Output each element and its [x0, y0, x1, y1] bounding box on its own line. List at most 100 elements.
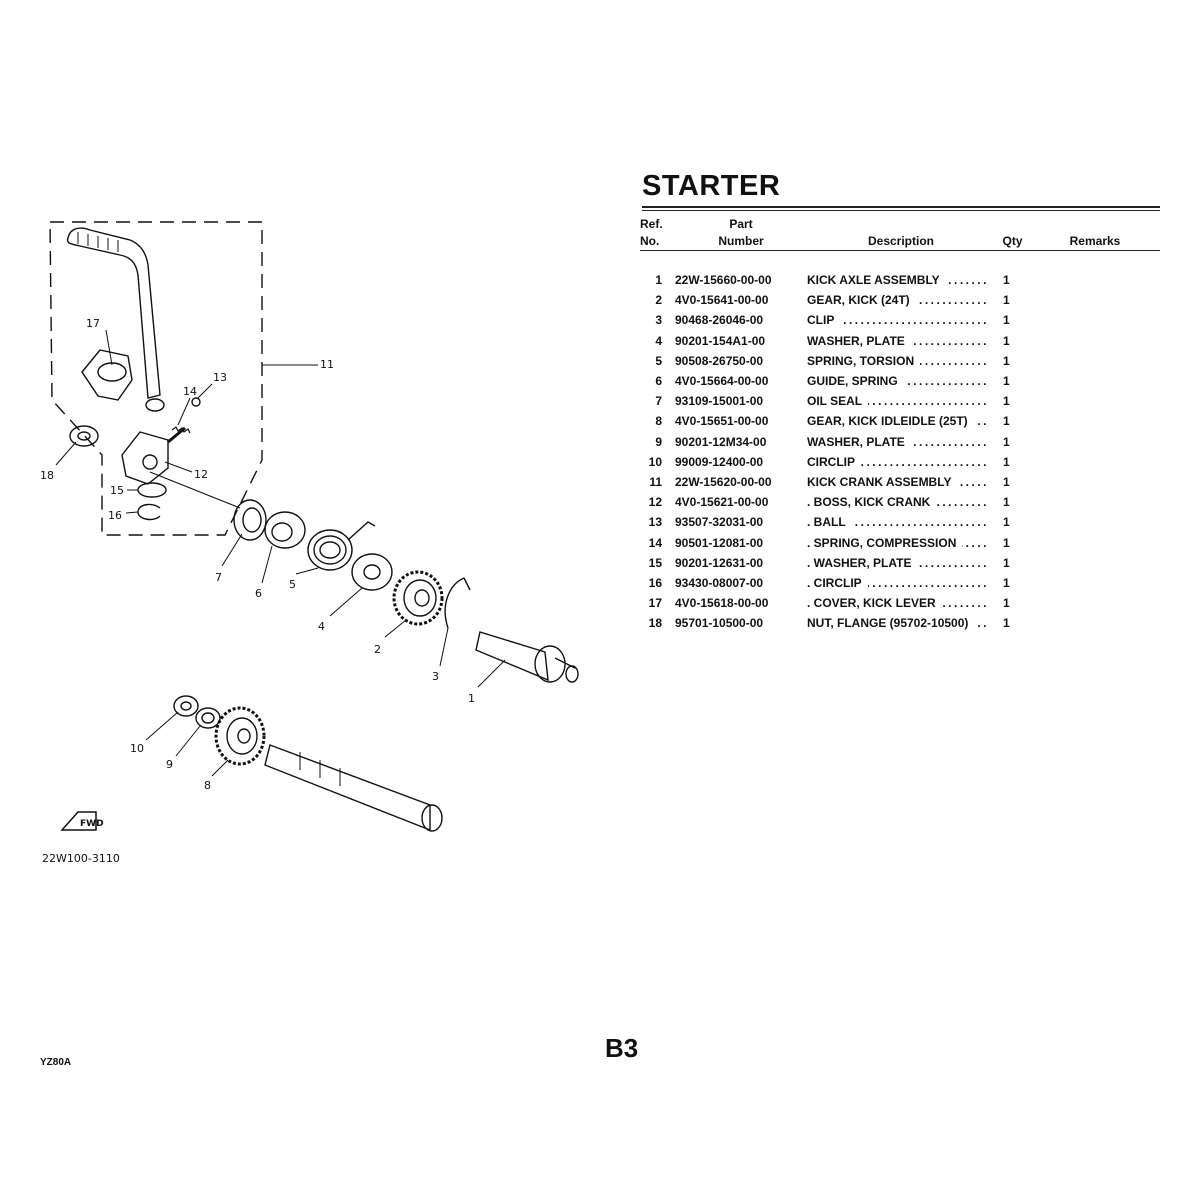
- description: . BALL: [807, 515, 846, 530]
- shaft-part: [264, 744, 443, 832]
- description-cell: KICK CRANK ASSEMBLY: [807, 472, 995, 492]
- table-row: 11 22W-15620-00-00 KICK CRANK ASSEMBLY 1: [640, 472, 1160, 492]
- part-number: 90201-12M34-00: [675, 434, 767, 449]
- description-cell: WASHER, PLATE: [807, 432, 995, 452]
- fwd-arrow-icon: FWD: [60, 811, 104, 831]
- page-number: B3: [605, 1033, 639, 1063]
- ref-no: 11: [649, 474, 662, 489]
- callout-8: 8: [204, 779, 211, 792]
- description-cell: GUIDE, SPRING: [807, 371, 995, 391]
- part-number: 4V0-15641-00-00: [675, 293, 769, 308]
- kick-crank-assembly-box: [49, 221, 263, 536]
- description-cell: OIL SEAL: [807, 391, 995, 411]
- part-number: 4V0-15618-00-00: [675, 596, 769, 611]
- dot-leader: [868, 394, 989, 408]
- description: GEAR, KICK IDLEIDLE (25T): [807, 414, 968, 429]
- parts-table: Ref. Part No. Number Description Qty Rem…: [640, 214, 1160, 633]
- remarks: [1030, 573, 1160, 593]
- part-number: 99009-12400-00: [675, 454, 764, 469]
- exploded-parts-diagram: FWD 22W100-3110 1 2 3 4 5 6 7 8 9 10 11 …: [40, 221, 579, 865]
- part-number: 22W-15620-00-00: [675, 474, 772, 489]
- ref-no: 8: [655, 414, 662, 429]
- part-number: 90501-12081-00: [675, 535, 764, 550]
- remarks: [1030, 553, 1160, 573]
- dot-leader: [962, 536, 989, 550]
- svg-text:FWD: FWD: [80, 819, 104, 829]
- kick-axle-part: [475, 631, 579, 683]
- dot-leader: [904, 374, 989, 388]
- ref-no: 6: [655, 374, 662, 389]
- callout-16: 16: [108, 509, 122, 522]
- remarks: [1030, 593, 1160, 613]
- description-cell: . SPRING, COMPRESSION: [807, 532, 995, 552]
- quantity: 1: [1003, 333, 1010, 348]
- quantity: 1: [1003, 293, 1010, 308]
- callout-3: 3: [432, 670, 439, 683]
- description-cell: GEAR, KICK IDLEIDLE (25T): [807, 411, 995, 431]
- description: KICK AXLE ASSEMBLY: [807, 273, 940, 288]
- callout-15: 15: [110, 484, 124, 497]
- table-row: 7 93109-15001-00 OIL SEAL 1: [640, 391, 1160, 411]
- ref-no: 5: [655, 353, 662, 368]
- quantity: 1: [1003, 575, 1010, 590]
- description: . WASHER, PLATE: [807, 555, 912, 570]
- ref-no: 13: [648, 515, 662, 530]
- description: KICK CRANK ASSEMBLY: [807, 474, 952, 489]
- quantity: 1: [1003, 414, 1010, 429]
- quantity: 1: [1003, 474, 1010, 489]
- header-remarks: Remarks: [1030, 231, 1160, 251]
- remarks: [1030, 290, 1160, 310]
- quantity: 1: [1003, 273, 1010, 288]
- compression-spring-part: [171, 426, 191, 434]
- quantity: 1: [1003, 374, 1010, 389]
- ref-no: 7: [655, 394, 662, 409]
- remarks: [1030, 492, 1160, 512]
- dot-leader: [946, 273, 989, 287]
- callout-14: 14: [183, 385, 197, 398]
- quantity: 1: [1003, 454, 1010, 469]
- washer-plate-15-part: [137, 482, 167, 498]
- callout-4: 4: [318, 620, 325, 633]
- part-number: 4V0-15664-00-00: [675, 374, 769, 389]
- part-number: 95701-10500-00: [675, 616, 764, 631]
- part-number: 22W-15660-00-00: [675, 273, 772, 288]
- description: . COVER, KICK LEVER: [807, 596, 936, 611]
- quantity: 1: [1003, 616, 1010, 631]
- callout-12: 12: [194, 468, 208, 481]
- cover-kick-lever-part: [81, 349, 133, 401]
- remarks: [1030, 391, 1160, 411]
- header-number: Number: [668, 231, 807, 251]
- dot-leader: [917, 556, 989, 570]
- remarks: [1030, 532, 1160, 552]
- flange-nut-part: [69, 425, 99, 447]
- ball-part: [191, 397, 201, 407]
- description: GEAR, KICK (24T): [807, 293, 910, 308]
- dot-leader: [861, 455, 989, 469]
- part-number: 4V0-15651-00-00: [675, 414, 769, 429]
- remarks: [1030, 613, 1160, 633]
- dot-leader: [957, 475, 989, 489]
- callout-6: 6: [255, 587, 262, 600]
- idle-gear-part: [214, 706, 266, 766]
- callout-7: 7: [215, 571, 222, 584]
- ref-no: 3: [655, 313, 662, 328]
- model-label: YZ80A: [40, 1057, 72, 1068]
- callout-2: 2: [374, 643, 381, 656]
- quantity: 1: [1003, 515, 1010, 530]
- dot-leader: [974, 616, 989, 630]
- ref-no: 9: [655, 434, 662, 449]
- callout-18: 18: [40, 469, 54, 482]
- quantity: 1: [1003, 394, 1010, 409]
- part-number: 93109-15001-00: [675, 394, 764, 409]
- ref-no: 4: [655, 333, 662, 348]
- description: . CIRCLIP: [807, 575, 862, 590]
